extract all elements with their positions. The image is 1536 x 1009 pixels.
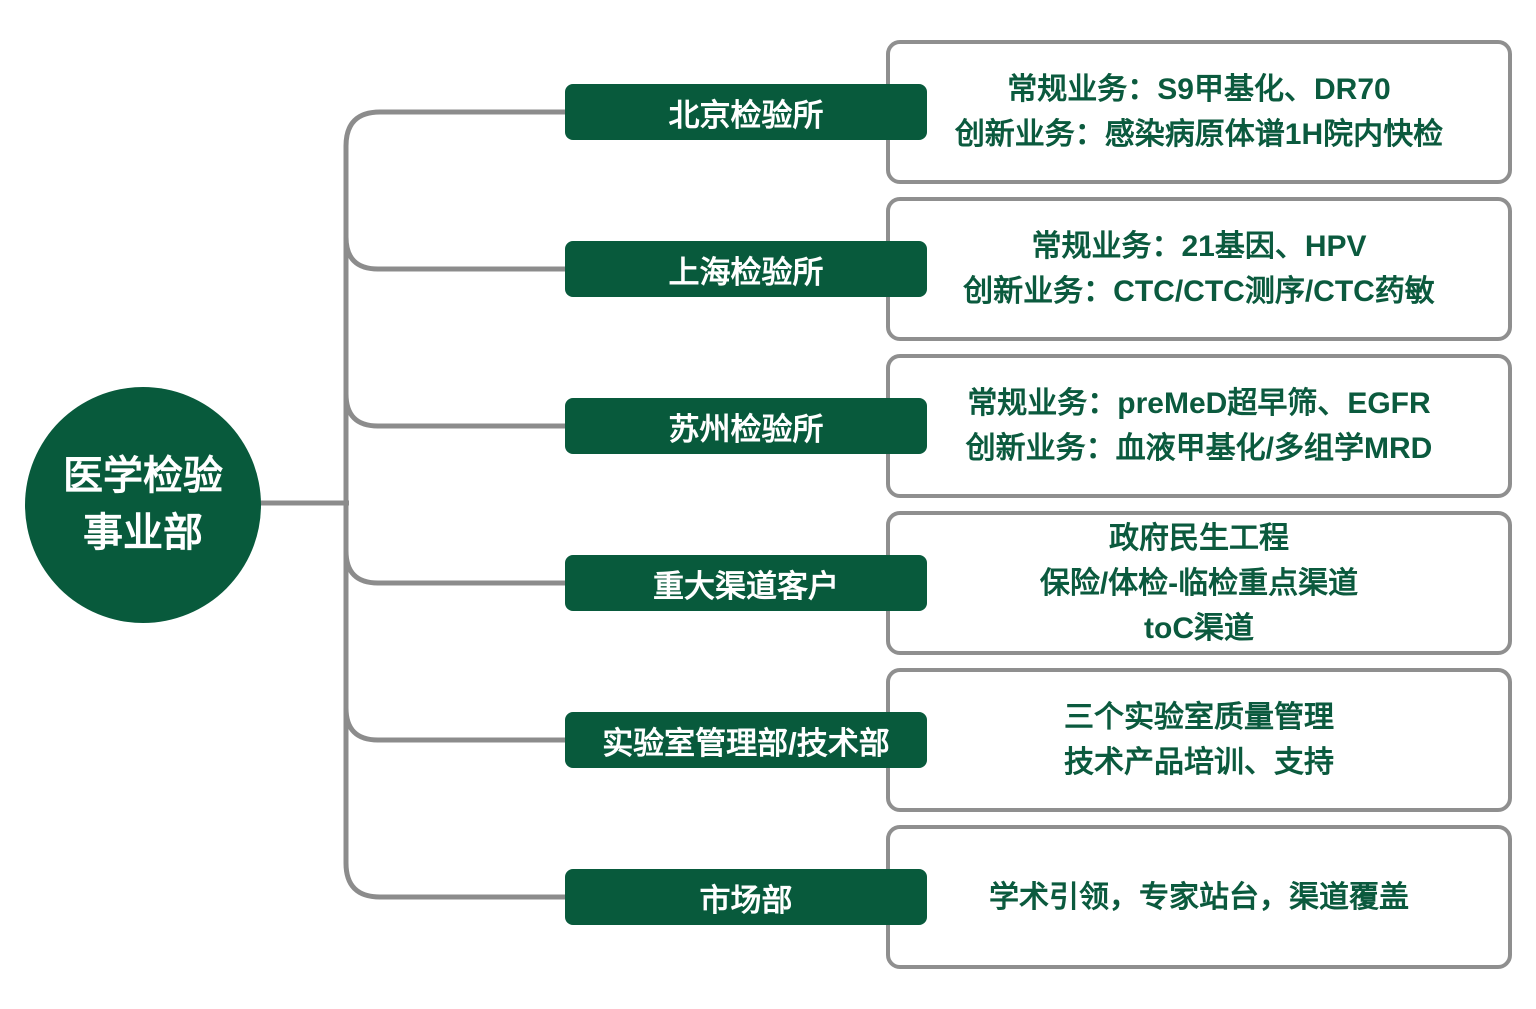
root-label-line1: 医学检验 [63, 454, 223, 499]
desc-line: 常规业务：21基因、HPV [1031, 230, 1367, 263]
desc-line: 常规业务：preMeD超早筛、EGFR [967, 387, 1431, 420]
branch-node-lab-management: 实验室管理部/技术部 [565, 712, 927, 768]
desc-line: 常规业务：S9甲基化、DR70 [1007, 73, 1391, 106]
branch-desc-box-lab-management: 三个实验室质量管理 技术产品培训、支持 [886, 668, 1512, 812]
connector-branch-curve [343, 707, 565, 743]
branch-node-beijing: 北京检验所 [565, 84, 927, 140]
branch-node-suzhou: 苏州检验所 [565, 398, 927, 454]
connector-spine [343, 109, 565, 900]
branch-desc-box-shanghai: 常规业务：21基因、HPV 创新业务：CTC/CTC测序/CTC药敏 [886, 197, 1512, 341]
branch-node-channel-customers: 重大渠道客户 [565, 555, 927, 611]
root-label-line2: 事业部 [83, 511, 203, 555]
branch-node-label: 北京检验所 [668, 97, 824, 133]
desc-line: 创新业务：血液甲基化/多组学MRD [965, 432, 1433, 465]
branch-node-label: 上海检验所 [668, 254, 824, 290]
branch-desc-box-suzhou: 常规业务：preMeD超早筛、EGFR 创新业务：血液甲基化/多组学MRD [886, 354, 1512, 498]
desc-line: 创新业务：感染病原体谱1H院内快检 [954, 118, 1444, 151]
desc-line: 政府民生工程 [1109, 521, 1289, 555]
branch-desc-box-marketing: 学术引领，专家站台，渠道覆盖 [886, 825, 1512, 969]
desc-line: 学术引领，专家站台，渠道覆盖 [989, 880, 1409, 914]
branch-desc-box-channel-customers: 政府民生工程 保险/体检-临检重点渠道 toC渠道 [886, 511, 1512, 655]
branch-node-label: 重大渠道客户 [653, 568, 839, 604]
connector-branch-curve [343, 393, 565, 429]
branch-desc-box-beijing: 常规业务：S9甲基化、DR70 创新业务：感染病原体谱1H院内快检 [886, 40, 1512, 184]
connector-branch-curve [343, 550, 565, 586]
branch-node-marketing: 市场部 [565, 869, 927, 925]
branch-node-shanghai: 上海检验所 [565, 241, 927, 297]
branch-node-label: 实验室管理部/技术部 [602, 725, 890, 761]
desc-line: 创新业务：CTC/CTC测序/CTC药敏 [963, 275, 1435, 308]
root-node: 医学检验 事业部 [25, 387, 261, 623]
desc-line: 技术产品培训、支持 [1064, 746, 1334, 779]
branch-node-label: 苏州检验所 [668, 411, 824, 447]
branch-node-label: 市场部 [699, 882, 793, 918]
desc-line: toC渠道 [1144, 611, 1254, 645]
desc-line: 保险/体检-临检重点渠道 [1039, 566, 1359, 600]
desc-line: 三个实验室质量管理 [1064, 701, 1334, 734]
connector-branch-curve [343, 236, 565, 272]
